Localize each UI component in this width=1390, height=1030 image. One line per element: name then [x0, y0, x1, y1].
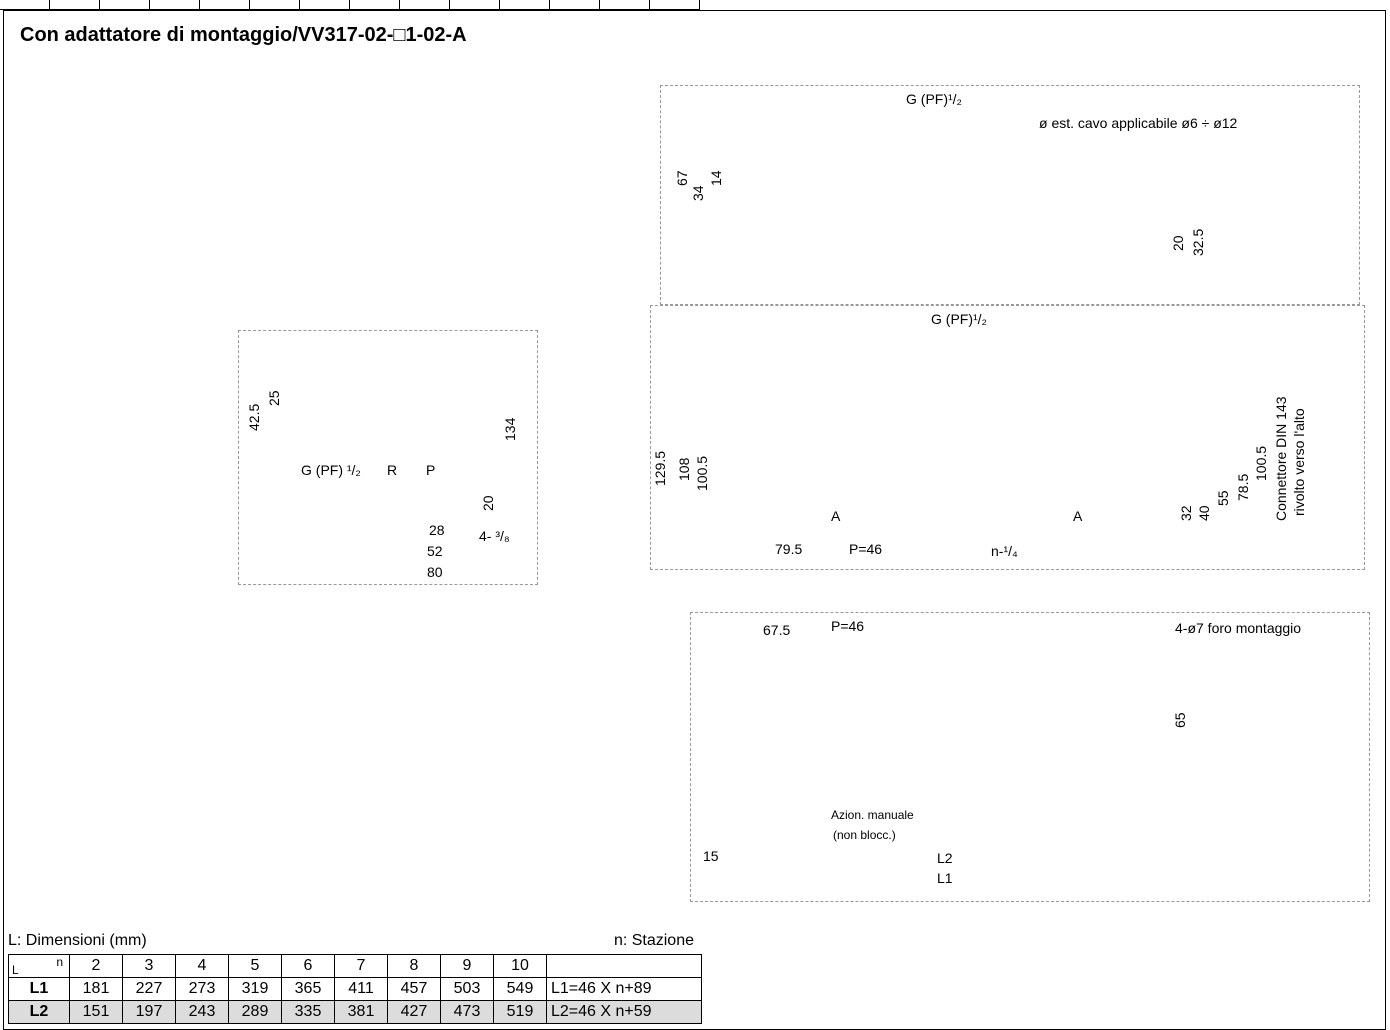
bottom-view-drawing: 67.5 P=46 4-ø7 foro montaggio 65 Azion. …	[690, 612, 1370, 902]
table-cell: 197	[122, 1000, 176, 1024]
station-header: 2	[69, 954, 123, 978]
dim-55: 55	[1215, 490, 1231, 506]
port-a-left: A	[831, 508, 841, 524]
station-header: 8	[387, 954, 441, 978]
dim-32-5: 32.5	[1190, 228, 1206, 256]
dim-20-side: 20	[480, 495, 496, 511]
table-cell: 289	[228, 1000, 282, 1024]
dim-67-5: 67.5	[763, 622, 791, 638]
dim-129-5: 129.5	[652, 450, 668, 486]
table-cell: 151	[69, 1000, 123, 1024]
dim-134: 134	[502, 417, 518, 441]
port-a-right: A	[1073, 508, 1083, 524]
dim-15: 15	[703, 848, 719, 864]
table-corner-cell: n L	[8, 954, 70, 978]
table-cell: 549	[493, 977, 547, 1001]
station-header: 6	[281, 954, 335, 978]
table-caption-left: L: Dimensioni (mm)	[8, 932, 147, 949]
table-cell: 365	[281, 977, 335, 1001]
table-cell: 427	[387, 1000, 441, 1024]
station-header: 4	[175, 954, 229, 978]
dim-100-5: 100.5	[694, 455, 710, 491]
table-caption-right: n: Stazione	[613, 932, 694, 949]
station-header: 5	[228, 954, 282, 978]
station-header: 10	[493, 954, 547, 978]
table-cell: 381	[334, 1000, 388, 1024]
row-label: L1	[8, 977, 70, 1001]
dim-25: 25	[266, 390, 282, 406]
dim-79-5: 79.5	[775, 541, 803, 557]
dim-pitch-46-bottom: P=46	[831, 618, 865, 634]
dim-20: 20	[1170, 235, 1186, 251]
din-connector-note: Connettore DIN 143	[1273, 396, 1289, 521]
dim-100-5-right: 100.5	[1253, 445, 1269, 481]
table-cell: 457	[387, 977, 441, 1001]
table-row-l2: L2 151 197 243 289 335 381 427 473 519 L…	[8, 1000, 702, 1024]
dim-42-5: 42.5	[246, 403, 262, 431]
table-cell: 319	[228, 977, 282, 1001]
callout-manual-override: Azion. manuale	[831, 808, 914, 822]
row-label: L2	[8, 1000, 70, 1024]
callout-gpf-side: G (PF) ¹/₂	[301, 462, 361, 478]
formula-header	[546, 954, 702, 978]
dim-80: 80	[427, 564, 443, 580]
callout-4-3-8: 4- ³/₈	[479, 528, 510, 544]
table-cell: 411	[334, 977, 388, 1001]
table-row-l1: L1 181 227 273 319 365 411 457 503 549 L…	[8, 977, 702, 1001]
dim-32: 32	[1178, 505, 1194, 521]
port-r-label: R	[387, 462, 398, 478]
table-cell: 227	[122, 977, 176, 1001]
front-view-drawing: G (PF)¹/₂ 129.5 108 100.5 79.5 P=46 n-¹/…	[650, 305, 1365, 570]
table-cell: 473	[440, 1000, 494, 1024]
callout-non-locking: (non blocc.)	[833, 828, 896, 842]
station-header: 7	[334, 954, 388, 978]
callout-mounting-hole: 4-ø7 foro montaggio	[1175, 620, 1302, 636]
dim-34: 34	[690, 185, 706, 201]
table-cell: 181	[69, 977, 123, 1001]
dim-pitch-46-front: P=46	[849, 541, 883, 557]
side-view-drawing: 42.5 25 G (PF) ¹/₂ R P 134 20 4- ³/₈ 28 …	[238, 330, 538, 585]
callout-gpf-top: G (PF)¹/₂	[906, 91, 962, 107]
station-header: 3	[122, 954, 176, 978]
formula-cell: L1=46 X n+89	[546, 977, 702, 1001]
dim-65: 65	[1172, 712, 1188, 728]
corner-n-label: n	[56, 955, 63, 969]
dim-40: 40	[1196, 505, 1212, 521]
dim-78-5: 78.5	[1235, 473, 1251, 501]
table-cell: 273	[175, 977, 229, 1001]
dimensions-table: n L 2 3 4 5 6 7 8 9 10 L1 181 227 273 31…	[8, 954, 702, 1024]
table-caption: L: Dimensioni (mm) n: Stazione	[8, 932, 694, 950]
corner-l-label: L	[12, 963, 19, 977]
station-header: 9	[440, 954, 494, 978]
table-cell: 335	[281, 1000, 335, 1024]
dim-52: 52	[427, 543, 443, 559]
dim-l2: L2	[937, 850, 953, 866]
callout-n-1-4: n-¹/₄	[991, 543, 1018, 559]
top-view-drawing: G (PF)¹/₂ ø est. cavo applicabile ø6 ÷ ø…	[660, 85, 1360, 305]
top-header-strip	[0, 0, 700, 10]
callout-cable-diameter: ø est. cavo applicabile ø6 ÷ ø12	[1039, 115, 1238, 131]
table-header-row: n L 2 3 4 5 6 7 8 9 10	[8, 954, 702, 978]
table-cell: 519	[493, 1000, 547, 1024]
table-cell: 503	[440, 977, 494, 1001]
dim-14: 14	[708, 170, 724, 186]
page-title: Con adattatore di montaggio/VV317-02-□1-…	[20, 24, 467, 46]
din-connector-note-2: rivolto verso l'alto	[1291, 408, 1307, 516]
formula-cell: L2=46 X n+59	[546, 1000, 702, 1024]
table-cell: 243	[175, 1000, 229, 1024]
callout-gpf-front: G (PF)¹/₂	[931, 311, 987, 327]
dim-108: 108	[676, 457, 692, 481]
port-p-label: P	[426, 462, 436, 478]
dim-28: 28	[429, 522, 445, 538]
dim-67: 67	[674, 170, 690, 186]
dim-l1: L1	[937, 870, 953, 886]
